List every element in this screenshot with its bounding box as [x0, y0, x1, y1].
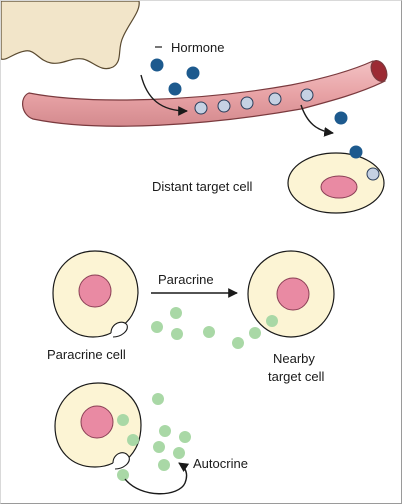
signal-molecule: [249, 327, 261, 339]
nearby-target-cell: [247, 250, 335, 338]
signal-molecule: [158, 459, 170, 471]
exit-arrow: [300, 104, 334, 137]
hormone-in-vessel: [194, 101, 208, 115]
hormone-molecule: [186, 66, 200, 80]
distant-target-cell: [287, 145, 385, 214]
autocrine-cell-vesicle: [112, 452, 130, 470]
paracrine-cell-label: Paracrine cell: [47, 347, 126, 362]
signal-molecule: [117, 414, 129, 426]
signal-molecule: [232, 337, 244, 349]
signal-molecule: [203, 326, 215, 338]
nearby-target-label-line1: Nearby: [273, 351, 315, 366]
autocrine-arrow: [124, 462, 190, 495]
signal-molecule: [266, 315, 278, 327]
paracrine-cell-nucleus: [78, 274, 112, 308]
autocrine-cell: [54, 382, 142, 470]
paracrine-signals: [151, 307, 278, 349]
gland-shape: [1, 1, 140, 70]
secretion-arrow: [140, 74, 188, 116]
hormone-molecule: [150, 58, 164, 72]
signal-molecule: [179, 431, 191, 443]
autocrine-label: Autocrine: [193, 456, 248, 471]
hormone-label: Hormone: [171, 40, 224, 55]
vessel-hormones: [194, 88, 314, 115]
hormone-molecule: [168, 82, 182, 96]
blood-vessel: [22, 60, 386, 127]
autocrine-cell-nucleus: [80, 405, 114, 439]
secreted-hormones: [150, 58, 200, 96]
receptor-bound-hormone: [366, 167, 380, 181]
cell-nucleus: [320, 175, 358, 199]
hormone-in-vessel: [217, 99, 231, 113]
hormone-molecule: [334, 111, 348, 125]
signal-molecule: [127, 434, 139, 446]
signal-molecule: [151, 321, 163, 333]
nearby-target-label-line2: target cell: [268, 369, 324, 384]
paracrine-label: Paracrine: [158, 272, 214, 287]
distant-target-label: Distant target cell: [152, 179, 253, 194]
signal-molecule: [153, 441, 165, 453]
blood-vessel-opening: [370, 60, 388, 82]
paracrine-cell: [52, 250, 139, 338]
signal-molecule: [117, 469, 129, 481]
hormone-in-vessel: [300, 88, 314, 102]
signal-molecule: [170, 307, 182, 319]
nearby-cell-nucleus: [276, 277, 310, 311]
paracrine-cell-vesicle: [110, 321, 128, 338]
signal-molecule: [152, 393, 164, 405]
signal-molecule: [159, 425, 171, 437]
bound-hormone: [349, 145, 363, 159]
signal-molecule: [173, 447, 185, 459]
autocrine-signals: [117, 393, 191, 481]
hormone-in-vessel: [268, 92, 282, 106]
hormone-in-vessel: [240, 96, 254, 110]
signal-molecule: [171, 328, 183, 340]
